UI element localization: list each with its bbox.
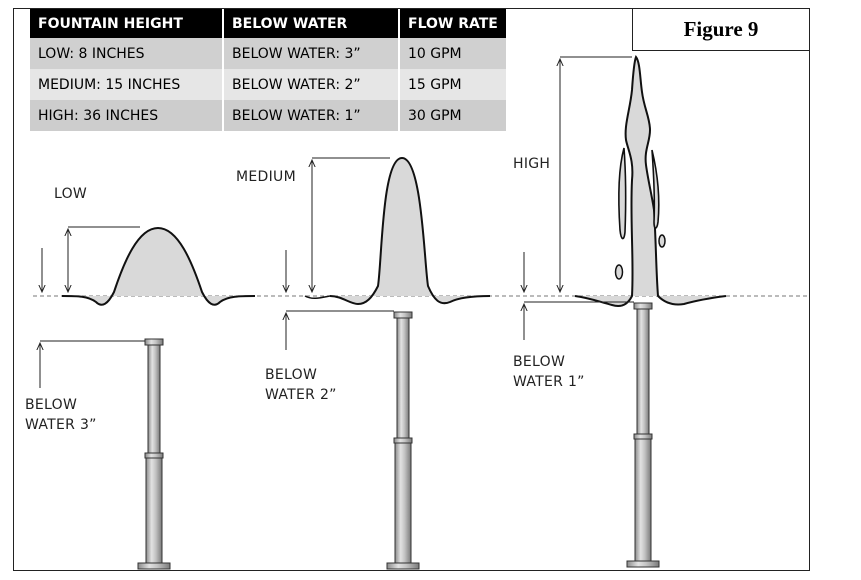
low-depth-label: BELOW WATER 3” [25,395,97,435]
table-cell: 10 GPM [400,38,506,69]
fountain-spec-table: FOUNTAIN HEIGHT BELOW WATER FLOW RATE LO… [30,9,506,131]
medium-pipe-base [386,562,420,570]
low-pipe-coupling [144,452,164,459]
high-pipe-cap [633,302,653,310]
header-fountain-height: FOUNTAIN HEIGHT [30,9,224,38]
low-depth-label-line2: WATER 3” [25,417,97,433]
high-side-stream-right [651,149,660,229]
high-fountain [524,55,727,568]
table-cell: MEDIUM: 15 INCHES [30,69,224,100]
high-droplet-2 [658,234,666,248]
medium-pipe-coupling [393,437,413,444]
low-fountain [40,226,256,570]
low-pipe-upper [147,344,161,454]
table-row: MEDIUM: 15 INCHES BELOW WATER: 2” 15 GPM [30,69,506,100]
table-cell: LOW: 8 INCHES [30,38,224,69]
table-cell: 15 GPM [400,69,506,100]
high-pipe-lower [634,438,652,562]
low-pipe-lower [145,457,163,564]
high-pipe-upper [636,308,650,435]
low-pipe-cap [144,338,164,346]
table-cell: BELOW WATER: 2” [224,69,400,100]
low-water-outline [61,226,256,306]
table-cell: BELOW WATER: 1” [224,100,400,131]
table-header-row: FOUNTAIN HEIGHT BELOW WATER FLOW RATE [30,9,506,38]
table-cell: BELOW WATER: 3” [224,38,400,69]
figure-title: Figure 9 [632,8,810,51]
low-pipe-base [137,562,171,570]
medium-height-label: MEDIUM [236,169,296,185]
medium-depth-label-line1: BELOW [265,367,318,383]
medium-ripple-left [304,295,331,300]
medium-fountain [286,156,491,570]
medium-depth-label-line2: WATER 2” [265,387,337,403]
medium-depth-label: BELOW WATER 2” [265,365,337,405]
header-below-water: BELOW WATER [224,9,400,38]
table-row: HIGH: 36 INCHES BELOW WATER: 1” 30 GPM [30,100,506,131]
high-droplet-1 [614,264,624,280]
high-height-label: HIGH [513,156,551,172]
high-water-outline [574,55,727,307]
low-height-label: LOW [54,186,88,202]
high-side-stream-left [618,147,627,240]
high-depth-label-line2: WATER 1” [513,374,585,390]
medium-pipe-cap [393,311,413,319]
medium-water-mound [330,158,490,304]
high-pipe-base [626,560,660,568]
high-pipe-coupling [633,433,653,440]
medium-pipe-lower [394,442,412,564]
high-depth-label: BELOW WATER 1” [513,352,585,392]
table-cell: 30 GPM [400,100,506,131]
low-depth-label-line1: BELOW [25,397,78,413]
header-flow-rate: FLOW RATE [400,9,506,38]
table-row: LOW: 8 INCHES BELOW WATER: 3” 10 GPM [30,38,506,69]
medium-water-outline [329,156,491,306]
table-cell: HIGH: 36 INCHES [30,100,224,131]
high-water-column [575,57,726,306]
low-water-mound [62,228,255,305]
medium-pipe-upper [396,317,410,439]
high-depth-label-line1: BELOW [513,354,566,370]
